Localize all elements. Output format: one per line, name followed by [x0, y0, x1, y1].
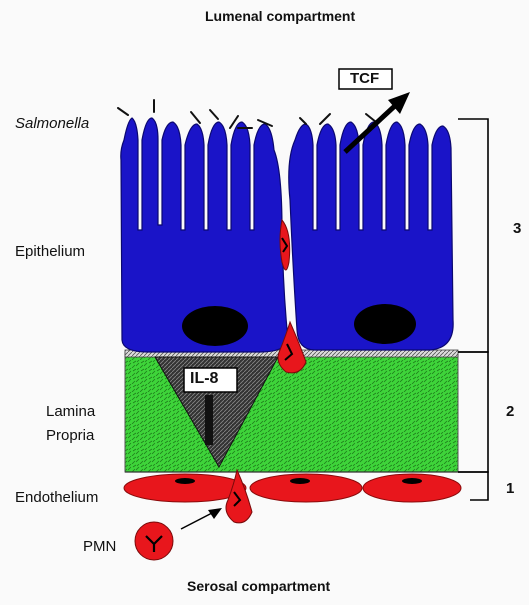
nucleus-left [182, 306, 248, 346]
salmonella-bacteria [118, 100, 376, 128]
pmn-label: PMN [83, 538, 116, 555]
lamina-propria-label-line1: Lamina [46, 403, 95, 420]
endothelium-label: Endothelium [15, 489, 98, 506]
salmonella-label: Salmonella [15, 115, 89, 132]
serosal-compartment-label: Serosal compartment [187, 578, 330, 594]
pmn-migration-arrow [181, 513, 212, 529]
pmn-circulating [135, 522, 173, 560]
lamina-propria-label-line2: Propria [46, 427, 94, 444]
scale-number-2: 2 [506, 403, 514, 420]
scale-number-3: 3 [513, 220, 521, 237]
endothelial-cell-2 [250, 474, 362, 502]
scale-number-1: 1 [506, 480, 514, 497]
il8-label: IL-8 [190, 370, 218, 388]
pmn-transendothelial [226, 470, 252, 523]
tcf-label: TCF [350, 70, 379, 87]
nucleus-right [354, 304, 416, 344]
epithelium-label: Epithelium [15, 243, 85, 260]
layer-scale-brackets [458, 119, 488, 500]
